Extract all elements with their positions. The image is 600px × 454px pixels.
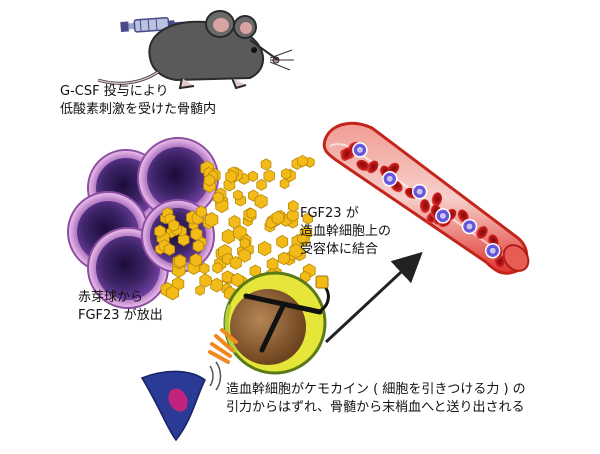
fgf23-granule (302, 212, 314, 225)
fgf23-granule (229, 255, 242, 270)
fgf23-granule (231, 272, 244, 288)
label-gcsf-line2: 低酸素刺激を受けた骨髄内 (60, 102, 217, 117)
circulating-stem-cell (411, 183, 428, 200)
fgf23-granule (221, 270, 234, 284)
fgf23-granule (246, 207, 257, 220)
label-chemokine: 造血幹細胞がケモカイン ( 細胞を引きつける力 ) の 引力からはずれ、骨髄から… (226, 381, 526, 417)
mouse-icon (97, 10, 294, 90)
fgf23-granule (174, 254, 187, 269)
fgf23-granule (190, 227, 203, 241)
fgf23-granule (163, 243, 176, 256)
fgf23-granule (287, 200, 299, 213)
circulating-stem-cell (484, 242, 501, 259)
fgf23-granule (199, 273, 212, 288)
fgf23-granule (256, 178, 267, 191)
fgf-receptor-icon (243, 275, 330, 353)
red-blood-cell (476, 226, 488, 239)
fgf23-granule (247, 170, 258, 182)
fgf23-granule (177, 232, 190, 247)
circulating-stem-cell (382, 171, 398, 187)
fgf23-granule (221, 228, 236, 245)
fgf23-granule (192, 239, 205, 253)
red-blood-cell (419, 199, 430, 214)
red-blood-cell (356, 159, 370, 172)
fgf23-granule (287, 208, 299, 223)
fgf23-granule (297, 154, 308, 168)
fgf23-granule (271, 210, 285, 226)
fgf23-granule (238, 248, 251, 263)
label-erythroblast-line2: FGF23 が放出 (78, 308, 163, 323)
circulating-stem-cell (461, 218, 478, 235)
circulating-stem-cell (352, 142, 368, 158)
fgf23-granule (199, 262, 210, 275)
red-blood-cell (340, 147, 352, 161)
fgf23-granule (266, 257, 279, 271)
label-gcsf: G-CSF 投与により 低酸素刺激を受けた骨髄内 (60, 83, 216, 119)
fgf23-granule (276, 234, 289, 249)
circulating-stem-cells (352, 142, 501, 259)
fgf23-granule (239, 237, 250, 249)
syringe-icon (120, 17, 193, 33)
fgf23-granule (263, 169, 275, 183)
label-gcsf-line1: G-CSF 投与により (60, 84, 169, 99)
red-blood-cell (431, 192, 442, 207)
stromal-cell (140, 361, 222, 442)
circulating-stem-cell (435, 208, 451, 224)
fgf23-granule (257, 240, 272, 257)
label-fgf23-binding-line3: 受容体に結合 (300, 242, 379, 257)
fgf23-granule (281, 168, 292, 180)
fgf23-granule (233, 189, 243, 201)
label-fgf23-binding: FGF23 が 造血幹細胞上の 受容体に結合 (300, 205, 391, 259)
fgf23-granule (277, 251, 290, 266)
fgf23-granule (212, 262, 223, 274)
red-blood-cell (457, 209, 469, 223)
fgf23-granule (204, 211, 219, 228)
fgf23-granule (212, 191, 224, 204)
fgf23-granule (166, 285, 180, 301)
fgf23-granule (260, 158, 272, 171)
fgf23-granule (195, 205, 207, 219)
fgf23-granule (228, 215, 241, 229)
label-fgf23-binding-line2: 造血幹細胞上の (300, 224, 392, 239)
red-blood-cell (366, 160, 379, 174)
label-chemokine-line1: 造血幹細胞がケモカイン ( 細胞を引きつける力 ) の (226, 382, 526, 397)
blood-vessel (322, 121, 530, 275)
fgf23-granule (289, 243, 303, 259)
fgf23-granule (154, 224, 166, 238)
label-erythroblast: 赤芽球から FGF23 が放出 (78, 289, 163, 325)
fgf23-granule (210, 277, 224, 293)
fgf23-granule (195, 284, 205, 296)
fgf23-granule (189, 253, 203, 268)
fgf23-granule (254, 193, 268, 209)
label-erythroblast-line1: 赤芽球から (78, 290, 144, 305)
fgf23-granule (297, 232, 308, 245)
label-fgf23-binding-line1: FGF23 が (300, 206, 359, 221)
receptor-signal-icon (208, 328, 238, 364)
fgf23-granule (225, 169, 237, 184)
fgf23-granule (203, 173, 215, 187)
fgf23-granule (168, 219, 180, 232)
migration-arrow (324, 251, 423, 344)
label-chemokine-line2: 引力からはずれ、骨髄から末梢血へと送り出される (226, 400, 525, 415)
hematopoietic-stem-cell (208, 271, 330, 375)
